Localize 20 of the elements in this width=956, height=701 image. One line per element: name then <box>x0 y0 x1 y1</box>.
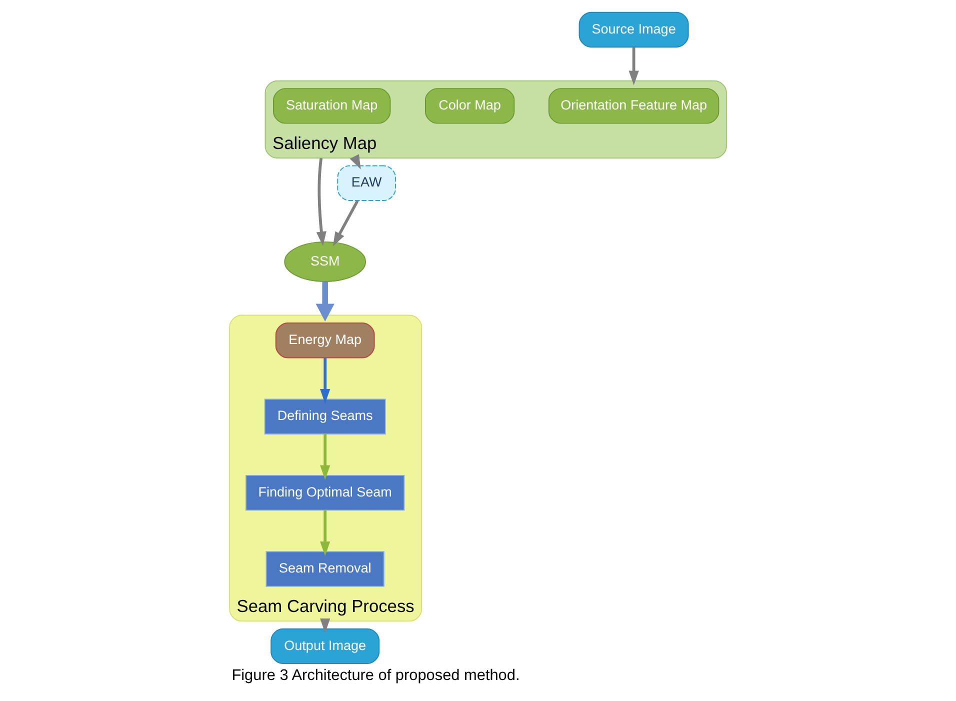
arrow <box>320 510 330 556</box>
arrow <box>628 47 639 86</box>
node-box: Defining Seams <box>264 398 386 434</box>
node-box: Saturation Map <box>273 88 391 124</box>
node-box: Source Image <box>578 12 689 48</box>
node-box: Orientation Feature Map <box>548 88 720 124</box>
arrow <box>320 358 330 404</box>
node-box: Seam Removal <box>266 551 384 587</box>
node-box: EAW <box>337 165 396 201</box>
arrow <box>332 200 359 246</box>
node-box: Output Image <box>270 628 380 664</box>
arrow <box>320 434 330 480</box>
node-box: Energy Map <box>275 322 375 358</box>
node-ellipse: SSM <box>284 241 366 282</box>
arrow <box>320 618 330 633</box>
arrow <box>316 158 326 246</box>
node-box: Color Map <box>424 88 515 124</box>
arrow <box>316 282 334 322</box>
caption: Figure 3 Architecture of proposed method. <box>232 666 520 684</box>
node-box: Finding Optimal Seam <box>246 474 405 511</box>
